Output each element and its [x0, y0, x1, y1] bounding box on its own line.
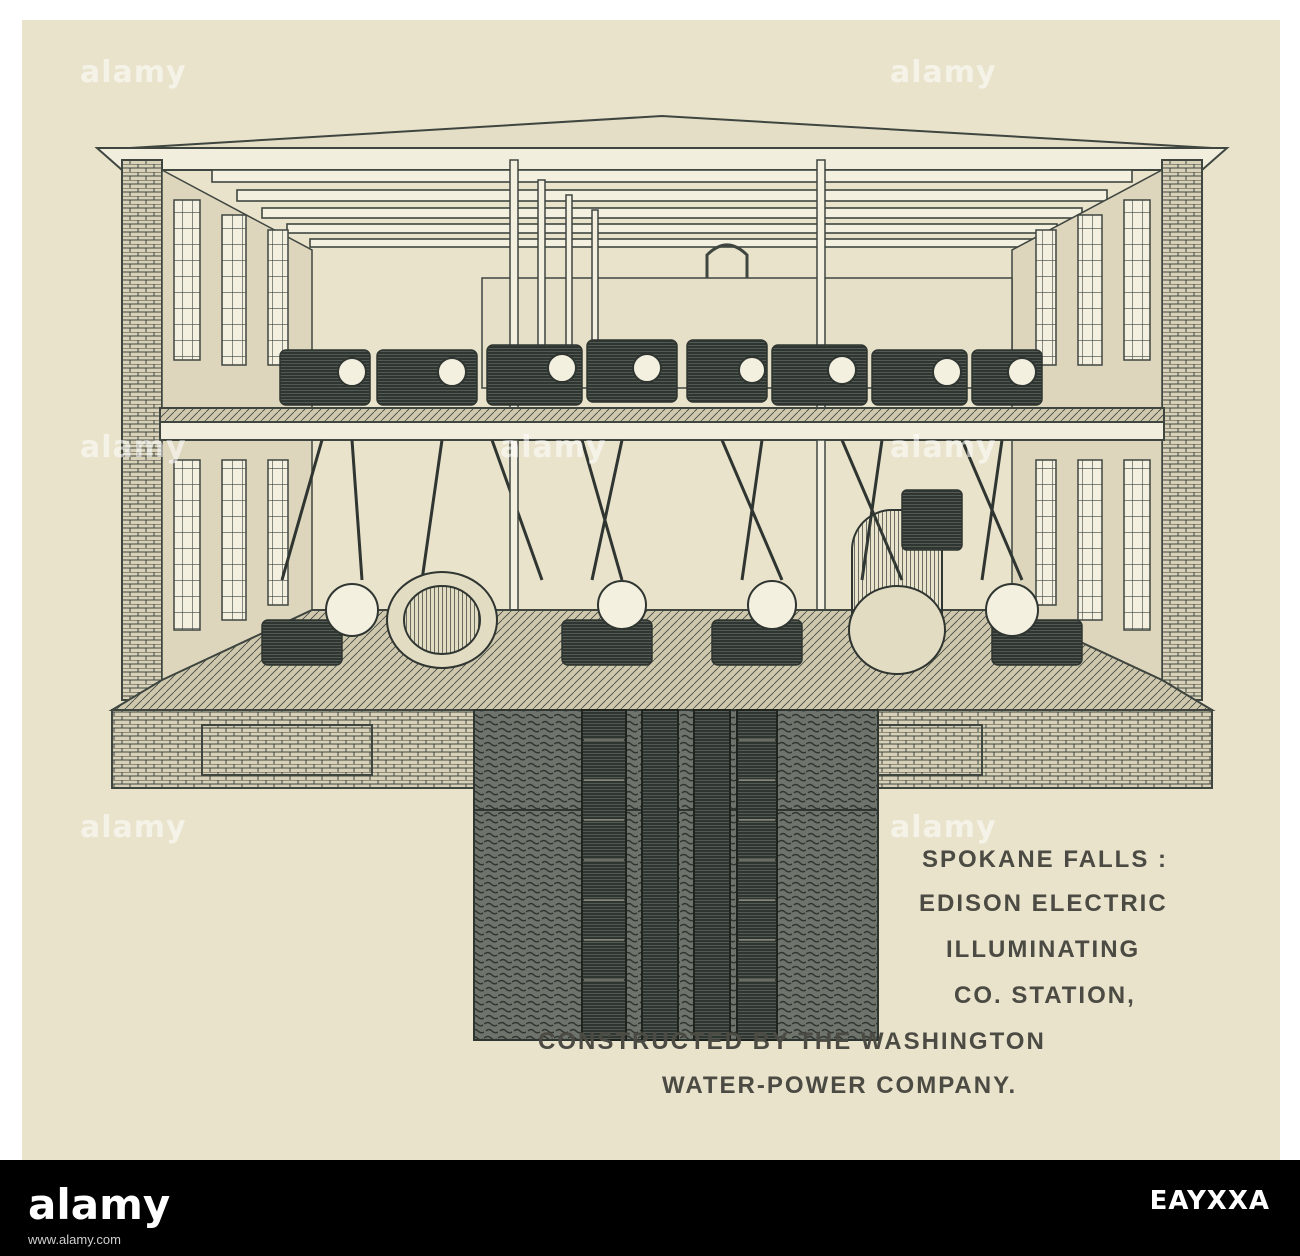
- stock-footer: [0, 1160, 1300, 1256]
- caption-line-3: ILLUMINATING: [946, 936, 1141, 963]
- watermark: alamy: [80, 810, 187, 845]
- stock-url: www.alamy.com: [28, 1232, 121, 1247]
- power-station-engraving: [94, 114, 1230, 1041]
- watermark: alamy: [80, 430, 187, 465]
- caption-line-5: CONSTRUCTED BY THE WASHINGTON: [538, 1028, 1046, 1055]
- watermark: alamy: [890, 55, 997, 90]
- engraving-plate: SPOKANE FALLS : EDISON ELECTRIC ILLUMINA…: [22, 20, 1280, 1160]
- caption-line-1: SPOKANE FALLS :: [922, 846, 1169, 873]
- caption-line-4: CO. STATION,: [954, 982, 1136, 1009]
- caption-line-6: WATER-POWER COMPANY.: [662, 1072, 1018, 1099]
- stock-logo: alamy: [28, 1180, 171, 1229]
- watermark: alamy: [890, 810, 997, 845]
- image-id: EAYXXA: [1149, 1186, 1270, 1216]
- watermark: alamy: [80, 55, 187, 90]
- caption-line-2: EDISON ELECTRIC: [919, 890, 1168, 917]
- watermark: alamy: [890, 430, 997, 465]
- watermark: alamy: [500, 430, 607, 465]
